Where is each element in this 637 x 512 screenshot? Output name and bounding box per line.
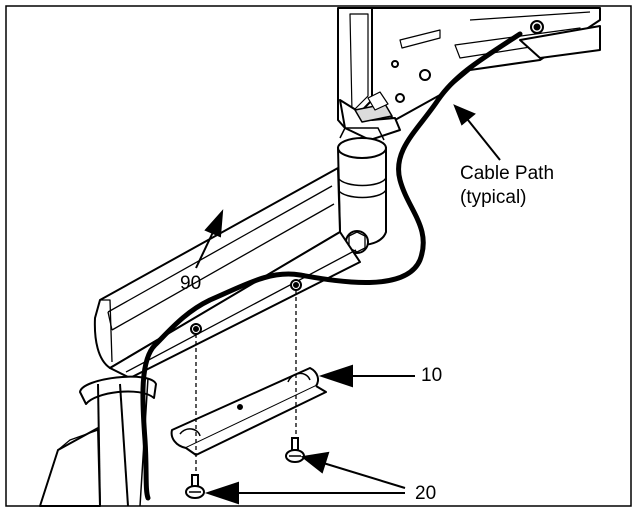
leader-arrows [195,104,501,505]
cable-clip-plate [170,367,327,456]
screw-left [185,474,205,499]
callout-20: 20 [415,483,437,504]
alignment-lines [195,290,297,473]
cable-path-label: Cable Path [460,163,555,184]
arm-extension [93,167,361,379]
callout-90: 90 [180,273,202,294]
pivot-cylinder [336,127,387,254]
callout-10: 10 [421,365,443,386]
screw-right [285,437,305,463]
cable-path-typical-label: (typical) [460,187,527,208]
top-mount-bracket [337,7,601,141]
cable [140,31,523,501]
